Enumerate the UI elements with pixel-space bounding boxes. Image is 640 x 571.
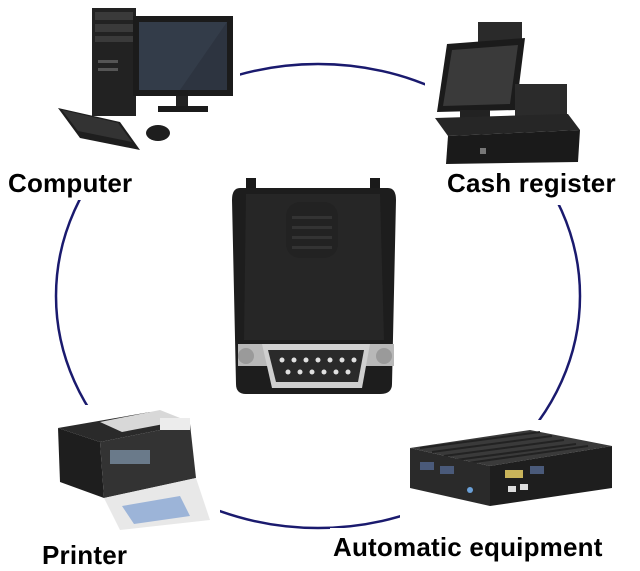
connection-ring — [54, 62, 582, 530]
node-label-printer: Printer — [42, 540, 128, 570]
db15-serial-adapter-icon — [232, 178, 396, 394]
industrial-pc-icon — [410, 430, 612, 506]
desktop-computer-icon — [58, 8, 233, 150]
node-label-computer: Computer — [8, 168, 133, 198]
printer-icon — [58, 410, 210, 530]
node-label-cash-register: Cash register — [447, 168, 616, 198]
cash-register-icon — [435, 22, 580, 164]
node-label-automatic-equipment: Automatic equipment — [333, 532, 603, 562]
